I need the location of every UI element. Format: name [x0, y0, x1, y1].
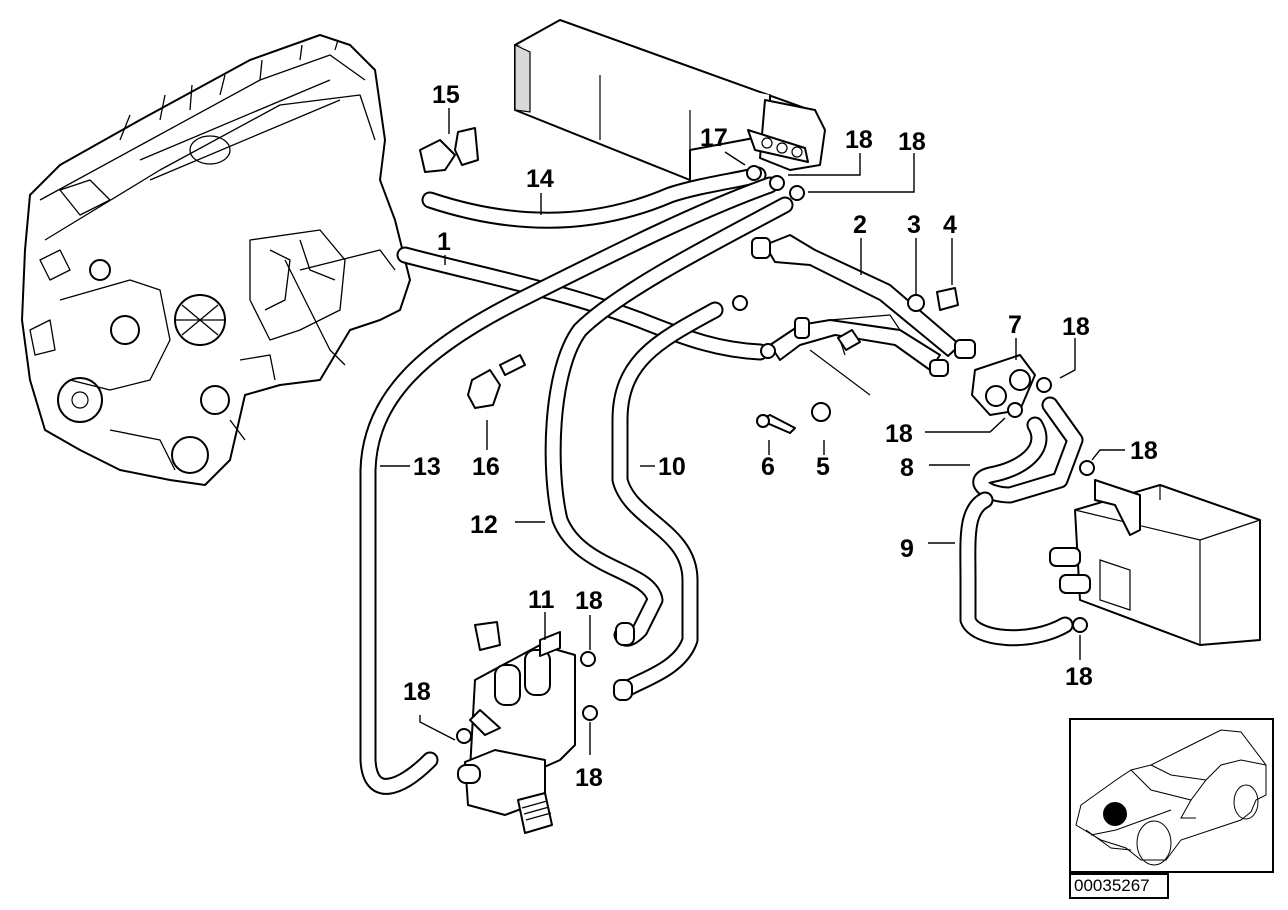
small-parts: [419, 127, 959, 701]
callout-leaders: [380, 108, 1125, 755]
callout-4: 4: [943, 211, 957, 239]
callout-18-top-b: 18: [898, 128, 926, 156]
heater-core-illustration: [514, 19, 826, 181]
callout-14: 14: [526, 165, 554, 193]
callout-17: 17: [700, 124, 728, 152]
callout-5: 5: [816, 453, 830, 481]
callout-16: 16: [472, 453, 500, 481]
callout-1: 1: [437, 228, 451, 256]
callout-18-right-c: 18: [1065, 663, 1093, 691]
callout-13: 13: [413, 453, 441, 481]
callout-8: 8: [900, 454, 914, 482]
callout-labels: 15 14 1 17 18 18 2 3 4 7 18 18 8 18 9 18…: [403, 81, 1158, 792]
water-valve-11: [457, 621, 576, 834]
location-marker: [1103, 802, 1127, 826]
callout-7: 7: [1008, 311, 1022, 339]
callout-3: 3: [907, 211, 921, 239]
callout-6: 6: [761, 453, 775, 481]
vehicle-location-inset: [1069, 718, 1274, 873]
callout-2: 2: [853, 211, 867, 239]
auxiliary-unit-illustration: [1049, 479, 1261, 646]
callout-18-top-a: 18: [845, 126, 873, 154]
callout-18-left-mid: 18: [885, 420, 913, 448]
callout-18-valve-b: 18: [575, 764, 603, 792]
callout-18-right-b: 18: [1130, 437, 1158, 465]
hoses: [359, 166, 1084, 795]
callout-18-right-a: 18: [1062, 313, 1090, 341]
flange-7: [971, 354, 1036, 416]
callout-10: 10: [658, 453, 686, 481]
engine-illustration: [21, 34, 411, 486]
callout-18-valve-a: 18: [575, 587, 603, 615]
callout-15: 15: [432, 81, 460, 109]
callout-11: 11: [528, 586, 555, 614]
callout-12: 12: [470, 511, 498, 539]
diagram-number: 00035267: [1069, 873, 1169, 899]
car-outline-icon: [1075, 729, 1267, 866]
callout-9: 9: [900, 535, 914, 563]
clamps-18: [456, 165, 1095, 744]
pipe-assembly-2: [751, 234, 976, 396]
callout-18-valve-left: 18: [403, 678, 431, 706]
